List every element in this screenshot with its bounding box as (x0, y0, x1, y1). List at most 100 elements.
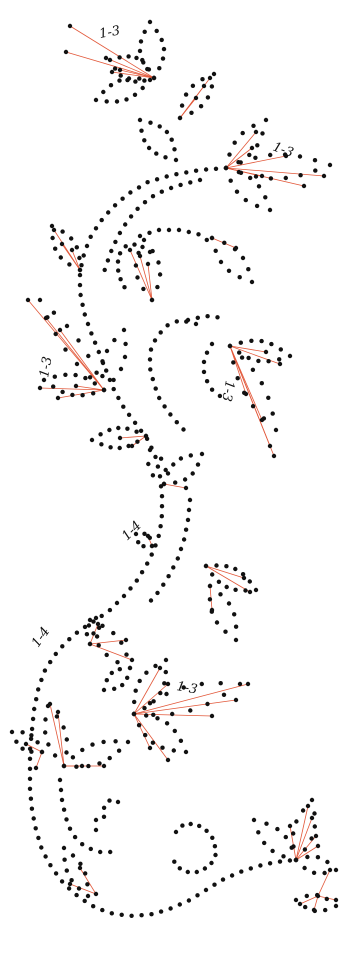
pin-dot (74, 245, 80, 250)
pin-dot (104, 99, 109, 104)
pin-dot (61, 725, 66, 730)
pin-dot (121, 404, 126, 409)
pin-dot (267, 207, 273, 213)
pin-dot (240, 130, 245, 136)
pin-dot (117, 445, 122, 451)
pin-dot (233, 245, 239, 251)
pin-dot (82, 624, 88, 630)
pin-dot (93, 615, 99, 621)
pin-dot (137, 117, 143, 123)
pin-dot (181, 537, 187, 542)
thread-line (317, 869, 331, 897)
pin-dot (157, 395, 162, 401)
pin-dot (155, 464, 161, 469)
pin-dot (42, 668, 48, 673)
thread-line (229, 345, 281, 365)
pin-dot (74, 764, 79, 769)
pin-dot (117, 55, 122, 60)
pin-dot (93, 226, 99, 231)
thread-line (295, 817, 313, 861)
pin-dot (249, 145, 255, 151)
pin-dot (107, 377, 113, 383)
thread-line (105, 57, 155, 79)
pin-dot (213, 852, 218, 858)
pin-dot (128, 214, 134, 219)
pin-dot (122, 285, 127, 290)
pin-dot (188, 821, 193, 827)
pin-dot (156, 533, 161, 539)
pin-dot (136, 540, 141, 545)
pin-dot (207, 75, 213, 81)
pin-dot (259, 338, 264, 344)
pin-dot (210, 572, 215, 577)
pin-dot (27, 756, 33, 761)
pin-dot (174, 319, 179, 324)
pin-dot (66, 886, 72, 891)
thread-line (139, 255, 153, 301)
pin-dot (159, 494, 165, 499)
pin-dot (201, 83, 207, 89)
pin-dot (249, 338, 254, 343)
pin-dot (291, 831, 296, 836)
pin-dot (188, 453, 193, 458)
pin-dot (142, 78, 147, 83)
pin-dot (218, 592, 223, 597)
pin-dot (48, 659, 53, 665)
pin-dot (93, 827, 99, 833)
pin-dot (160, 745, 165, 750)
pin-dot (60, 229, 65, 234)
pin-dot (95, 621, 101, 627)
pin-dot (229, 873, 235, 878)
pin-dot (142, 138, 147, 143)
pin-dot (232, 612, 237, 617)
pin-dot (313, 168, 318, 173)
pin-dot (123, 222, 128, 227)
pin-dot (104, 368, 109, 373)
pin-dot (233, 697, 239, 703)
pin-dot (153, 663, 158, 669)
pin-dot (91, 619, 96, 624)
pin-dot (73, 372, 78, 378)
thread-lines (25, 25, 337, 911)
pin-dot (151, 699, 156, 704)
pin-dot (59, 241, 65, 247)
pin-dot (207, 583, 213, 589)
pin-dot (248, 175, 253, 181)
thread-line (75, 385, 105, 391)
pin-dot (233, 566, 238, 572)
pin-dot (163, 669, 168, 675)
pin-dot (195, 315, 200, 320)
pin-dot (209, 84, 215, 89)
pin-dot (155, 284, 160, 290)
pin-dot (321, 173, 327, 179)
pin-dot (101, 89, 106, 95)
pin-dot (125, 426, 130, 431)
thread-line (225, 155, 287, 169)
pin-dot (250, 404, 256, 409)
pin-dot (183, 485, 189, 491)
pin-dot (53, 871, 59, 876)
pin-dot (153, 543, 158, 548)
pin-dot (180, 823, 185, 828)
pin-dot (60, 644, 65, 649)
pin-dot (111, 377, 116, 383)
pin-dot (162, 681, 167, 686)
pin-dot (260, 131, 265, 136)
pin-dot (148, 347, 154, 352)
pin-dot (136, 185, 142, 190)
thread-line (57, 711, 65, 767)
pin-dot (64, 817, 69, 822)
pin-dot (158, 330, 163, 335)
pin-dot (158, 690, 163, 696)
pin-dot (250, 367, 256, 372)
pin-dot (270, 848, 275, 854)
pin-dot (137, 233, 143, 239)
pin-dot (277, 357, 282, 362)
pin-dot (83, 375, 88, 381)
thread-line (133, 713, 169, 761)
thread-line (35, 751, 43, 769)
thread-line (225, 147, 253, 169)
pin-dot (302, 847, 308, 852)
pin-dot (287, 353, 293, 359)
pin-dot (248, 866, 253, 871)
